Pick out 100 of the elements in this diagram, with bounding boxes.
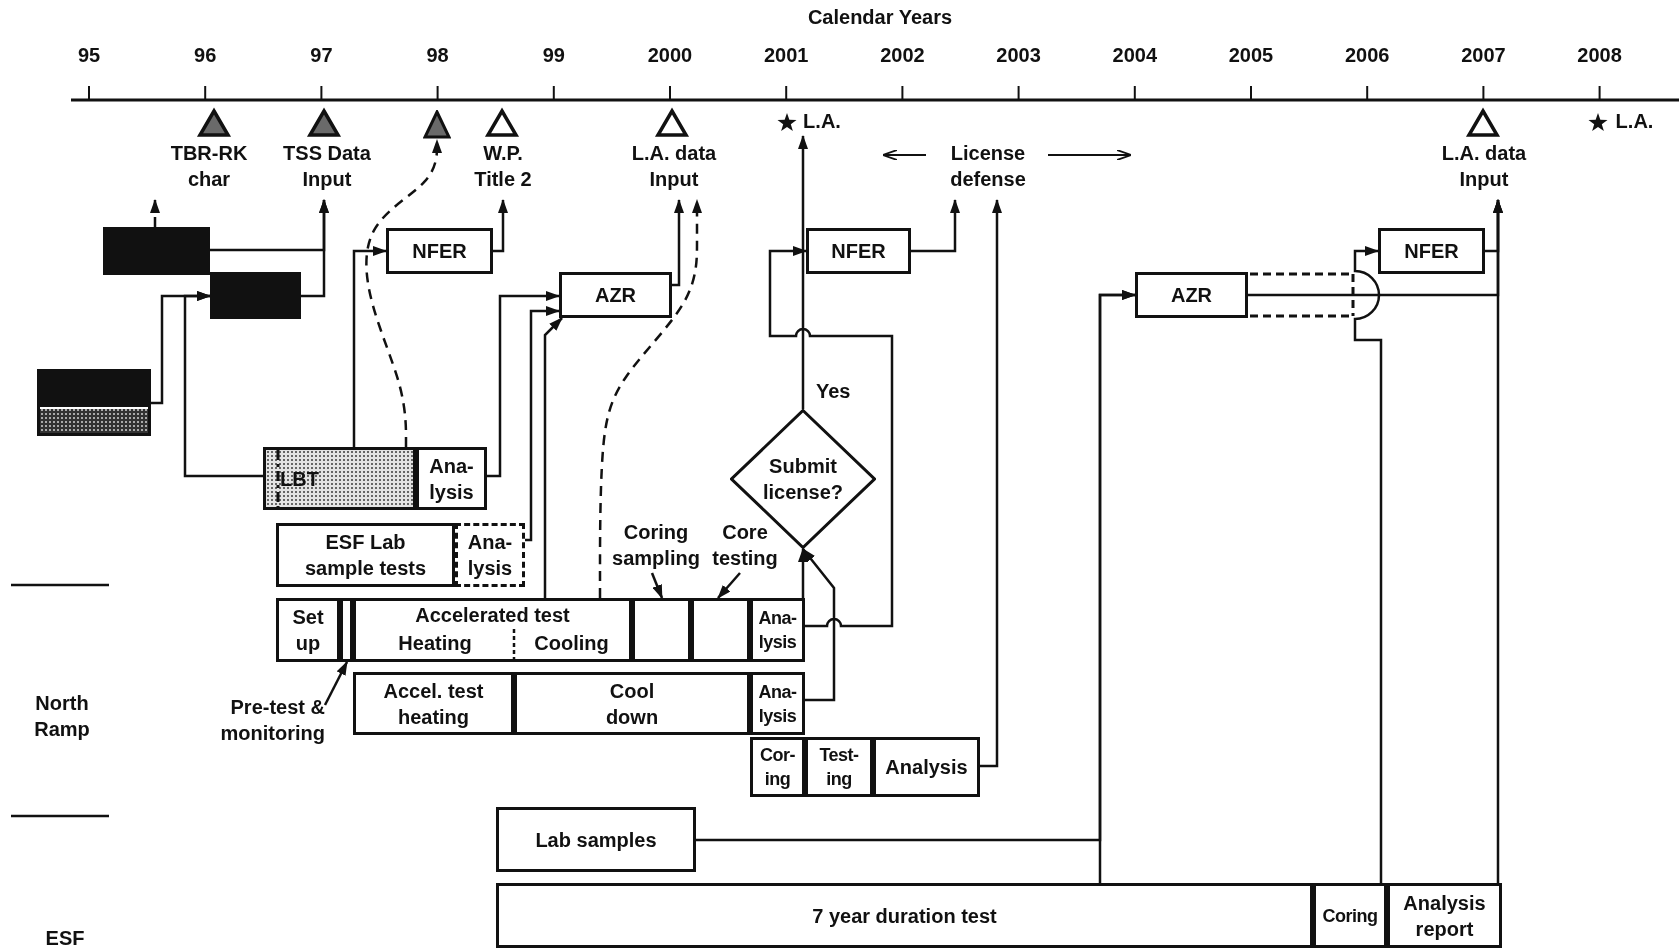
task-box — [1387, 883, 1502, 948]
milestone-label: L.A. data Input — [618, 140, 730, 200]
arrow — [493, 199, 508, 253]
filled-box — [210, 272, 301, 319]
task-box — [455, 523, 525, 587]
task-box — [873, 737, 980, 797]
task-box — [496, 883, 1313, 948]
milestone-label: L.A. data Input — [1428, 140, 1540, 200]
task-label: AZR — [594, 283, 637, 308]
task-label: Cool down — [604, 678, 660, 730]
arrow — [650, 572, 664, 599]
milestone-label: L.A. — [1607, 108, 1662, 136]
task-box — [276, 523, 455, 587]
milestone-label: TBR-RK char — [150, 140, 268, 200]
axis-title: Calendar Years — [806, 5, 954, 30]
arrow — [183, 291, 263, 478]
year-label: 95 — [76, 43, 102, 68]
task-box — [559, 272, 672, 318]
task-box — [1378, 228, 1485, 274]
task-box — [386, 228, 493, 274]
task-box — [750, 737, 805, 797]
task-box — [263, 447, 416, 510]
year-label: 2002 — [879, 43, 926, 68]
task-label: Ana- lysis — [757, 607, 798, 654]
decision-label: Submit license? — [761, 454, 844, 505]
task-box — [276, 598, 340, 662]
empty-box — [632, 598, 691, 662]
milestone-label: TSS Data Input — [271, 140, 383, 200]
year-label: 2006 — [1343, 43, 1391, 68]
task-label: Cooling — [533, 631, 610, 656]
year-label: 96 — [193, 43, 218, 68]
leader-line — [323, 661, 349, 706]
filled-box — [37, 369, 151, 436]
empty-box — [691, 598, 750, 662]
arrow — [980, 199, 1002, 768]
milestone-label: W.P. Title 2 — [462, 140, 544, 200]
task-label: Ana- lysis — [466, 530, 514, 581]
dashed-arrow — [598, 199, 702, 598]
section-label: North Ramp — [33, 691, 91, 742]
task-label: NFER — [831, 239, 886, 264]
section-label: ESF — [44, 926, 86, 950]
milestone-label: L.A. — [797, 108, 847, 136]
arrow — [798, 548, 808, 598]
task-label: NFER — [412, 239, 467, 264]
year-label: 97 — [309, 43, 334, 68]
task-label: Lab samples — [535, 827, 657, 853]
task-label: Analysis — [885, 755, 968, 780]
arrow — [487, 291, 560, 478]
task-label: ESF Lab sample tests — [303, 530, 428, 581]
arrow — [352, 246, 387, 447]
task-label: Analysis report — [1402, 890, 1487, 942]
task-box — [750, 598, 805, 662]
task-label: LBT — [280, 466, 319, 492]
arrow — [911, 199, 960, 253]
task-label: AZR — [1170, 283, 1213, 308]
empty-box — [340, 598, 353, 662]
arrow — [802, 548, 836, 702]
arrow — [543, 317, 563, 598]
filled-box — [103, 227, 210, 275]
task-label: Ana- lysis — [428, 453, 475, 505]
task-box — [353, 598, 632, 662]
task-box — [806, 228, 911, 274]
year-label: 2000 — [646, 43, 694, 68]
task-label: 7 year duration test — [812, 903, 997, 929]
task-label: Coring — [1322, 904, 1378, 928]
task-label: Test- ing — [818, 744, 860, 791]
year-label: 98 — [425, 43, 450, 68]
task-box — [750, 672, 805, 735]
task-box — [353, 672, 514, 735]
year-label: 2003 — [995, 43, 1042, 68]
task-box — [496, 807, 696, 872]
arrow — [525, 306, 560, 542]
arrow — [301, 199, 329, 298]
task-box — [416, 447, 487, 510]
year-label: 99 — [541, 43, 566, 68]
arrow — [768, 246, 894, 628]
arrow — [798, 135, 808, 409]
arrow — [1098, 290, 1136, 883]
year-label: 2004 — [1111, 43, 1159, 68]
annotation-label: Pre-test & monitoring — [150, 692, 325, 750]
milestone-label: License defense — [933, 140, 1043, 200]
year-label: 2008 — [1576, 43, 1623, 68]
task-box — [1313, 883, 1387, 948]
task-label: Heating — [397, 631, 473, 656]
task-box — [805, 737, 873, 797]
arrow — [1353, 246, 1383, 883]
task-box — [514, 672, 750, 735]
year-label: 2007 — [1460, 43, 1507, 68]
dashed-arrow — [150, 199, 160, 227]
year-label: 2001 — [762, 43, 810, 68]
annotation-label: Coring sampling — [608, 517, 704, 573]
annotation-label: Core testing — [705, 517, 785, 573]
task-label: Cor- ing — [759, 744, 796, 791]
arrow — [717, 572, 741, 599]
dashed-arrow — [365, 139, 442, 447]
task-label: Set up — [291, 605, 325, 656]
task-label: NFER — [1404, 239, 1459, 264]
arrow — [1493, 199, 1503, 883]
year-label: 2005 — [1227, 43, 1275, 68]
task-label: Accel. test heating — [382, 678, 485, 730]
